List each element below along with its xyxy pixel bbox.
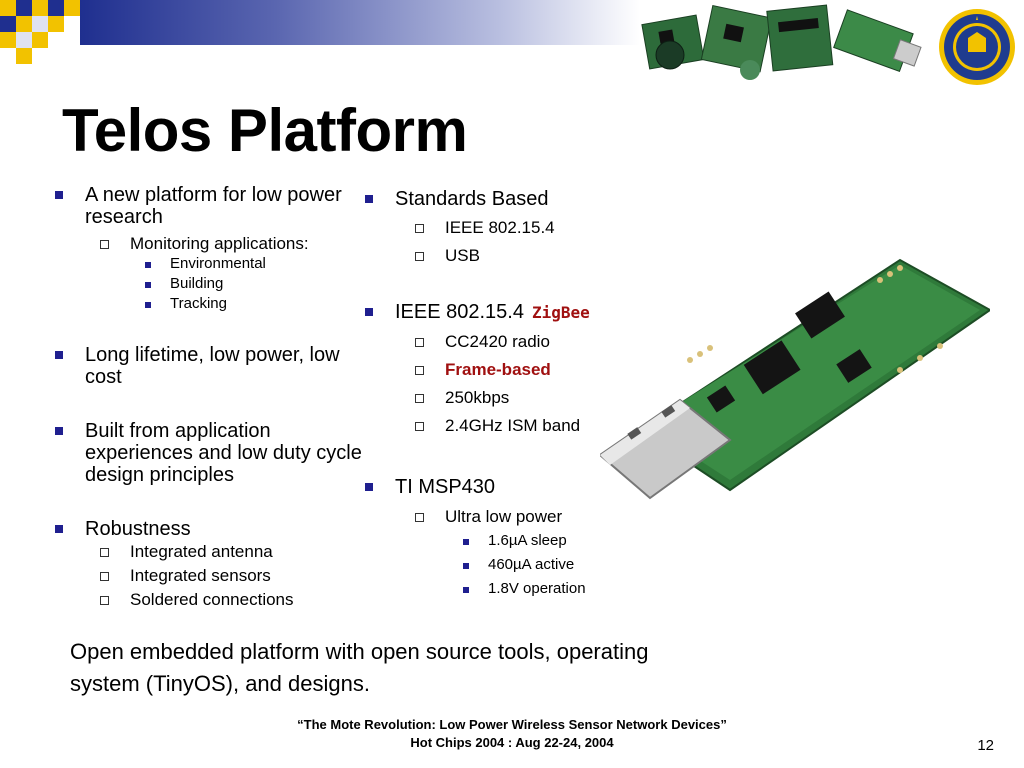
square-bullet-icon bbox=[55, 525, 63, 533]
summary-text: Open embedded platform with open source … bbox=[70, 639, 649, 696]
subsub-bullet-environmental: Environmental bbox=[145, 254, 365, 274]
hollow-square-bullet-icon bbox=[100, 548, 109, 557]
slide-title: Telos Platform bbox=[62, 97, 468, 164]
bullet-standards-based: Standards Based bbox=[365, 188, 665, 210]
sub-bullet-sensors: Integrated sensors bbox=[100, 566, 365, 586]
square-bullet-icon bbox=[55, 191, 63, 199]
hollow-square-bullet-icon bbox=[100, 572, 109, 581]
page-number: 12 bbox=[977, 737, 994, 754]
hollow-square-bullet-icon bbox=[415, 366, 424, 375]
hollow-square-bullet-icon bbox=[100, 240, 109, 249]
sub-bullet-ultra-low-power: Ultra low power bbox=[415, 507, 665, 527]
left-bullet-column: A new platform for low power research Mo… bbox=[55, 184, 365, 610]
square-bullet-icon bbox=[145, 262, 151, 268]
sub-bullet-antenna: Integrated antenna bbox=[100, 542, 365, 562]
square-bullet-icon bbox=[463, 563, 469, 569]
hollow-square-bullet-icon bbox=[100, 596, 109, 605]
bullet-built-from: Built from application experiences and l… bbox=[55, 420, 365, 486]
subsub-bullet-operation: 1.8V operation bbox=[463, 579, 665, 599]
footer-title: “The Mote Revolution: Low Power Wireless… bbox=[297, 717, 727, 732]
bullet-robustness: Robustness bbox=[55, 518, 365, 540]
sub-bullet-ism-band: 2.4GHz ISM band bbox=[415, 416, 665, 436]
square-bullet-icon bbox=[145, 302, 151, 308]
mote-boards-illustration bbox=[641, 4, 922, 80]
subsub-bullet-active: 460µA active bbox=[463, 555, 665, 575]
header-gradient-band bbox=[80, 0, 640, 45]
uc-seal-logo bbox=[939, 9, 1015, 85]
square-bullet-icon bbox=[55, 351, 63, 359]
sub-bullet-monitoring: Monitoring applications: bbox=[100, 234, 365, 254]
square-bullet-icon bbox=[55, 427, 63, 435]
square-bullet-icon bbox=[145, 282, 151, 288]
hollow-square-bullet-icon bbox=[415, 224, 424, 233]
bullet-ti-msp430: TI MSP430 bbox=[365, 476, 665, 498]
hollow-square-bullet-icon bbox=[415, 338, 424, 347]
subsub-bullet-tracking: Tracking bbox=[145, 294, 365, 314]
footer-event: Hot Chips 2004 : Aug 22-24, 2004 bbox=[410, 735, 614, 750]
telos-board-photo bbox=[600, 258, 990, 500]
square-bullet-icon bbox=[365, 308, 373, 316]
subsub-bullet-building: Building bbox=[145, 274, 365, 294]
square-bullet-icon bbox=[463, 539, 469, 545]
sub-bullet-soldered: Soldered connections bbox=[100, 590, 365, 610]
sub-bullet-ieee: IEEE 802.15.4 bbox=[415, 218, 665, 238]
zigbee-tag: ZigBee bbox=[531, 303, 590, 322]
square-bullet-icon bbox=[365, 195, 373, 203]
bullet-new-platform: A new platform for low power research bbox=[55, 184, 365, 228]
checker-decoration bbox=[0, 0, 80, 64]
sub-bullet-250kbps: 250kbps bbox=[415, 388, 665, 408]
sub-bullet-frame-based: Frame-based bbox=[415, 360, 665, 380]
hollow-square-bullet-icon bbox=[415, 422, 424, 431]
hollow-square-bullet-icon bbox=[415, 394, 424, 403]
subsub-bullet-sleep: 1.6µA sleep bbox=[463, 531, 665, 551]
bullet-long-lifetime: Long lifetime, low power, low cost bbox=[55, 344, 365, 388]
sub-bullet-cc2420: CC2420 radio bbox=[415, 332, 665, 352]
hollow-square-bullet-icon bbox=[415, 513, 424, 522]
footer: “The Mote Revolution: Low Power Wireless… bbox=[0, 716, 1024, 752]
hollow-square-bullet-icon bbox=[415, 252, 424, 261]
right-bullet-column: Standards Based IEEE 802.15.4 USB IEEE 8… bbox=[365, 188, 665, 599]
square-bullet-icon bbox=[463, 587, 469, 593]
sub-bullet-usb: USB bbox=[415, 246, 665, 266]
square-bullet-icon bbox=[365, 483, 373, 491]
